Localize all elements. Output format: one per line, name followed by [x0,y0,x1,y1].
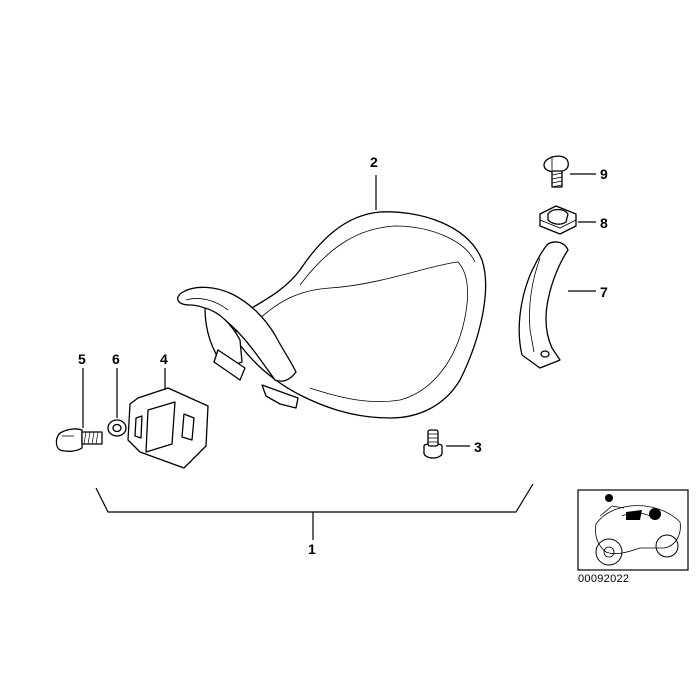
mounting-plate-part[interactable] [127,387,209,469]
bolt-part[interactable] [55,428,103,452]
callout-5: 5 [78,351,86,367]
screw-part[interactable] [543,155,569,188]
clip-nut-part[interactable] [539,205,577,235]
bracket-part[interactable] [518,241,569,369]
callout-2: 2 [370,154,378,170]
seat-part[interactable] [177,211,487,419]
callout-7: 7 [600,284,608,300]
callout-6: 6 [112,351,120,367]
callout-8: 8 [600,215,608,231]
callout-4: 4 [160,351,168,367]
callout-3: 3 [474,439,482,455]
knob-part[interactable] [423,429,443,459]
callout-1: 1 [308,541,316,557]
callout-9: 9 [600,166,608,182]
diagram-code: 00092022 [578,573,630,585]
washer-part[interactable] [107,419,127,437]
vehicle-thumbnail [577,489,689,571]
leader-lines [82,173,596,540]
